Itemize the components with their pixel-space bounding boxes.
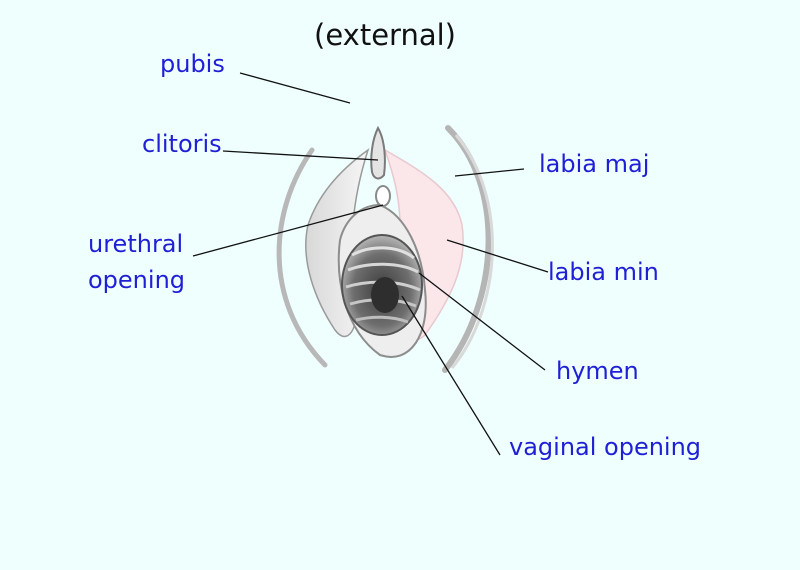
leader-line-labia-maj [454,168,525,177]
leader-line-pubis [239,72,351,104]
leader-line-urethral [192,204,384,257]
clitoris-shape [370,125,386,180]
leader-line-labia-min [446,239,549,273]
leader-line-vaginal [401,295,501,456]
urethral-opening-shape [375,185,391,207]
label-labia-min: labia min [548,258,659,286]
leader-lines [192,72,549,456]
label-pubis: pubis [160,50,225,78]
label-hymen: hymen [556,357,639,385]
label-clitoris: clitoris [142,130,222,158]
leader-line-clitoris [222,150,379,161]
diagram-title: (external) [314,18,456,52]
label-labia-maj: labia maj [539,150,650,178]
label-vaginal-opening: vaginal opening [509,433,702,461]
leader-line-hymen [418,272,546,371]
vaginal-opening-shape [341,234,423,336]
label-urethral-opening: urethral opening [88,230,186,294]
